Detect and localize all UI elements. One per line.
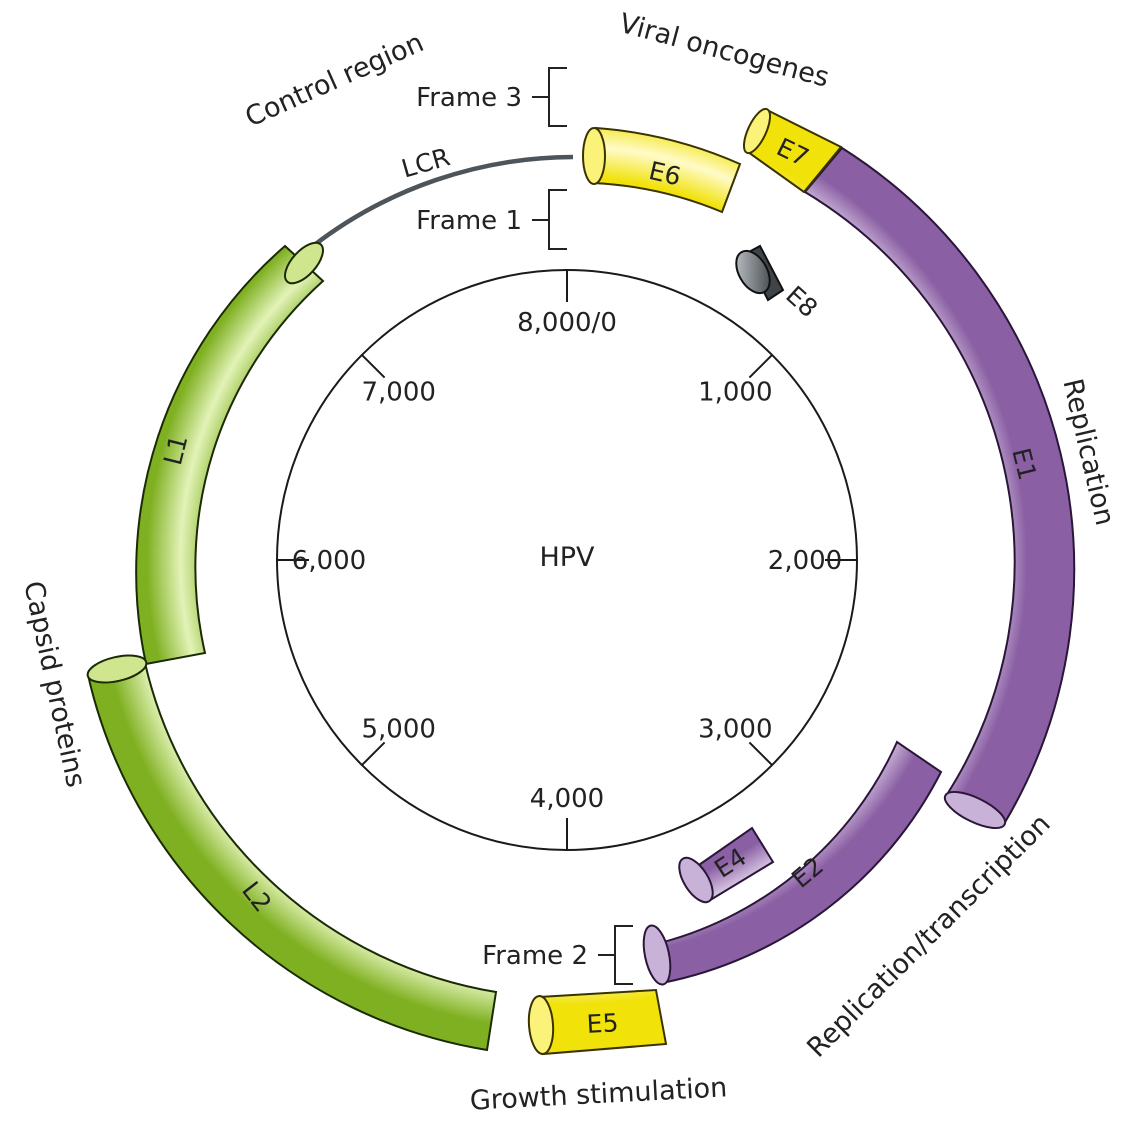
- tick-labels: 8,000/0 1,000 2,000 3,000 4,000 5,000 6,000 7,0…: [292, 308, 842, 814]
- tick-label: 4,000: [530, 784, 604, 814]
- gene-label-e8: E8: [780, 280, 823, 323]
- tick-label: 3,000: [698, 714, 772, 744]
- gene-label-e5: E5: [586, 1008, 619, 1039]
- function-viral-oncogenes: Viral oncogenes: [616, 8, 832, 94]
- tick-label: 8,000/0: [517, 308, 617, 338]
- tick-mark: [361, 354, 386, 379]
- tick-mark: [361, 741, 386, 766]
- frame-1-label: Frame 1: [416, 206, 522, 236]
- gene-l1: L1: [135, 241, 325, 666]
- frame-3-label: Frame 3: [416, 83, 522, 113]
- function-growth-stimulation: Growth stimulation: [469, 1072, 728, 1116]
- frame-3-bracket: Frame 3: [416, 67, 567, 127]
- gene-e6: E6: [582, 126, 742, 214]
- gene-e4: E4: [678, 826, 775, 904]
- tick-label: 2,000: [768, 546, 842, 576]
- gene-e1: E1: [803, 146, 1076, 830]
- gene-l2: L2: [86, 654, 498, 1052]
- tick-label: 6,000: [292, 546, 366, 576]
- frame-2-bracket: Frame 2: [482, 925, 633, 985]
- tick-mark: [748, 741, 773, 766]
- gene-e8: E8: [735, 244, 823, 323]
- gene-label-e6: E6: [646, 156, 683, 191]
- function-control-region: Control region: [241, 27, 429, 133]
- gene-e7: E7: [742, 107, 843, 194]
- tick-mark: [748, 354, 773, 379]
- gene-e5: E5: [527, 988, 668, 1056]
- lcr-line: [311, 154, 574, 248]
- frame-1-bracket: Frame 1: [416, 189, 567, 250]
- center-label: HPV: [539, 542, 595, 573]
- function-capsid-proteins: Capsid proteins: [17, 578, 91, 790]
- tick-label: 1,000: [698, 378, 772, 408]
- tick-label: 5,000: [361, 714, 435, 744]
- gene-label-l1: L1: [158, 432, 193, 468]
- frame-2-label: Frame 2: [482, 941, 588, 971]
- tick-marks: [277, 270, 857, 850]
- tick-label: 7,000: [361, 378, 435, 408]
